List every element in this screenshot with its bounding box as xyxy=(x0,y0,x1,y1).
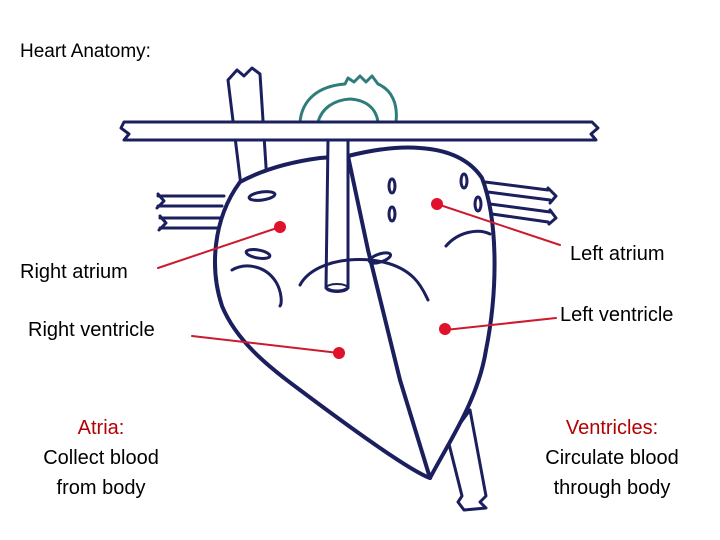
pulmonary-artery xyxy=(119,120,600,142)
atria-heading: Atria: xyxy=(77,417,125,439)
left-pulmonary-veins xyxy=(483,180,558,226)
vessel-opening-6 xyxy=(459,172,469,190)
mitral-valve xyxy=(444,229,492,248)
vessel-opening xyxy=(325,283,349,293)
pointer-dot-right-atrium xyxy=(274,221,286,233)
septum xyxy=(346,154,432,480)
vessel-opening-4 xyxy=(387,177,397,195)
pointer-line-right-ventricle xyxy=(191,335,340,354)
inferior-vena-cava xyxy=(446,408,488,512)
right-atrial-valve xyxy=(230,264,283,308)
ventricles-note: Ventricles: Circulate blood through body xyxy=(512,413,712,503)
vessel-opening-2 xyxy=(244,248,272,260)
pointer-dot-left-atrium xyxy=(431,198,443,210)
pointer-line-right-atrium xyxy=(157,226,281,269)
label-left-atrium: Left atrium xyxy=(570,243,665,265)
ventricles-heading: Ventricles: xyxy=(565,417,659,439)
ventricles-line-1: Circulate blood xyxy=(545,447,679,469)
atria-line-1: Collect blood xyxy=(43,447,159,469)
pointer-dot-right-ventricle xyxy=(333,347,345,359)
label-right-ventricle: Right ventricle xyxy=(28,319,155,341)
right-pulmonary-veins xyxy=(155,192,226,232)
vessel-opening-7 xyxy=(473,195,483,213)
diagram-title: Heart Anatomy: xyxy=(20,41,151,62)
atria-note: Atria: Collect blood from body xyxy=(1,413,201,503)
pointer-line-left-atrium xyxy=(436,203,561,246)
vessel-opening-3 xyxy=(367,251,393,265)
ventricles-line-2: through body xyxy=(553,477,671,499)
central-vessel xyxy=(324,138,350,293)
atria-line-2: from body xyxy=(56,477,146,499)
pointer-line-left-ventricle xyxy=(444,317,557,331)
label-right-atrium: Right atrium xyxy=(20,261,128,283)
aortic-arch xyxy=(298,74,398,124)
pointer-dot-left-ventricle xyxy=(439,323,451,335)
vessel-opening-5 xyxy=(387,205,397,223)
vessel-opening-1 xyxy=(247,190,277,202)
label-left-ventricle: Left ventricle xyxy=(560,304,674,326)
